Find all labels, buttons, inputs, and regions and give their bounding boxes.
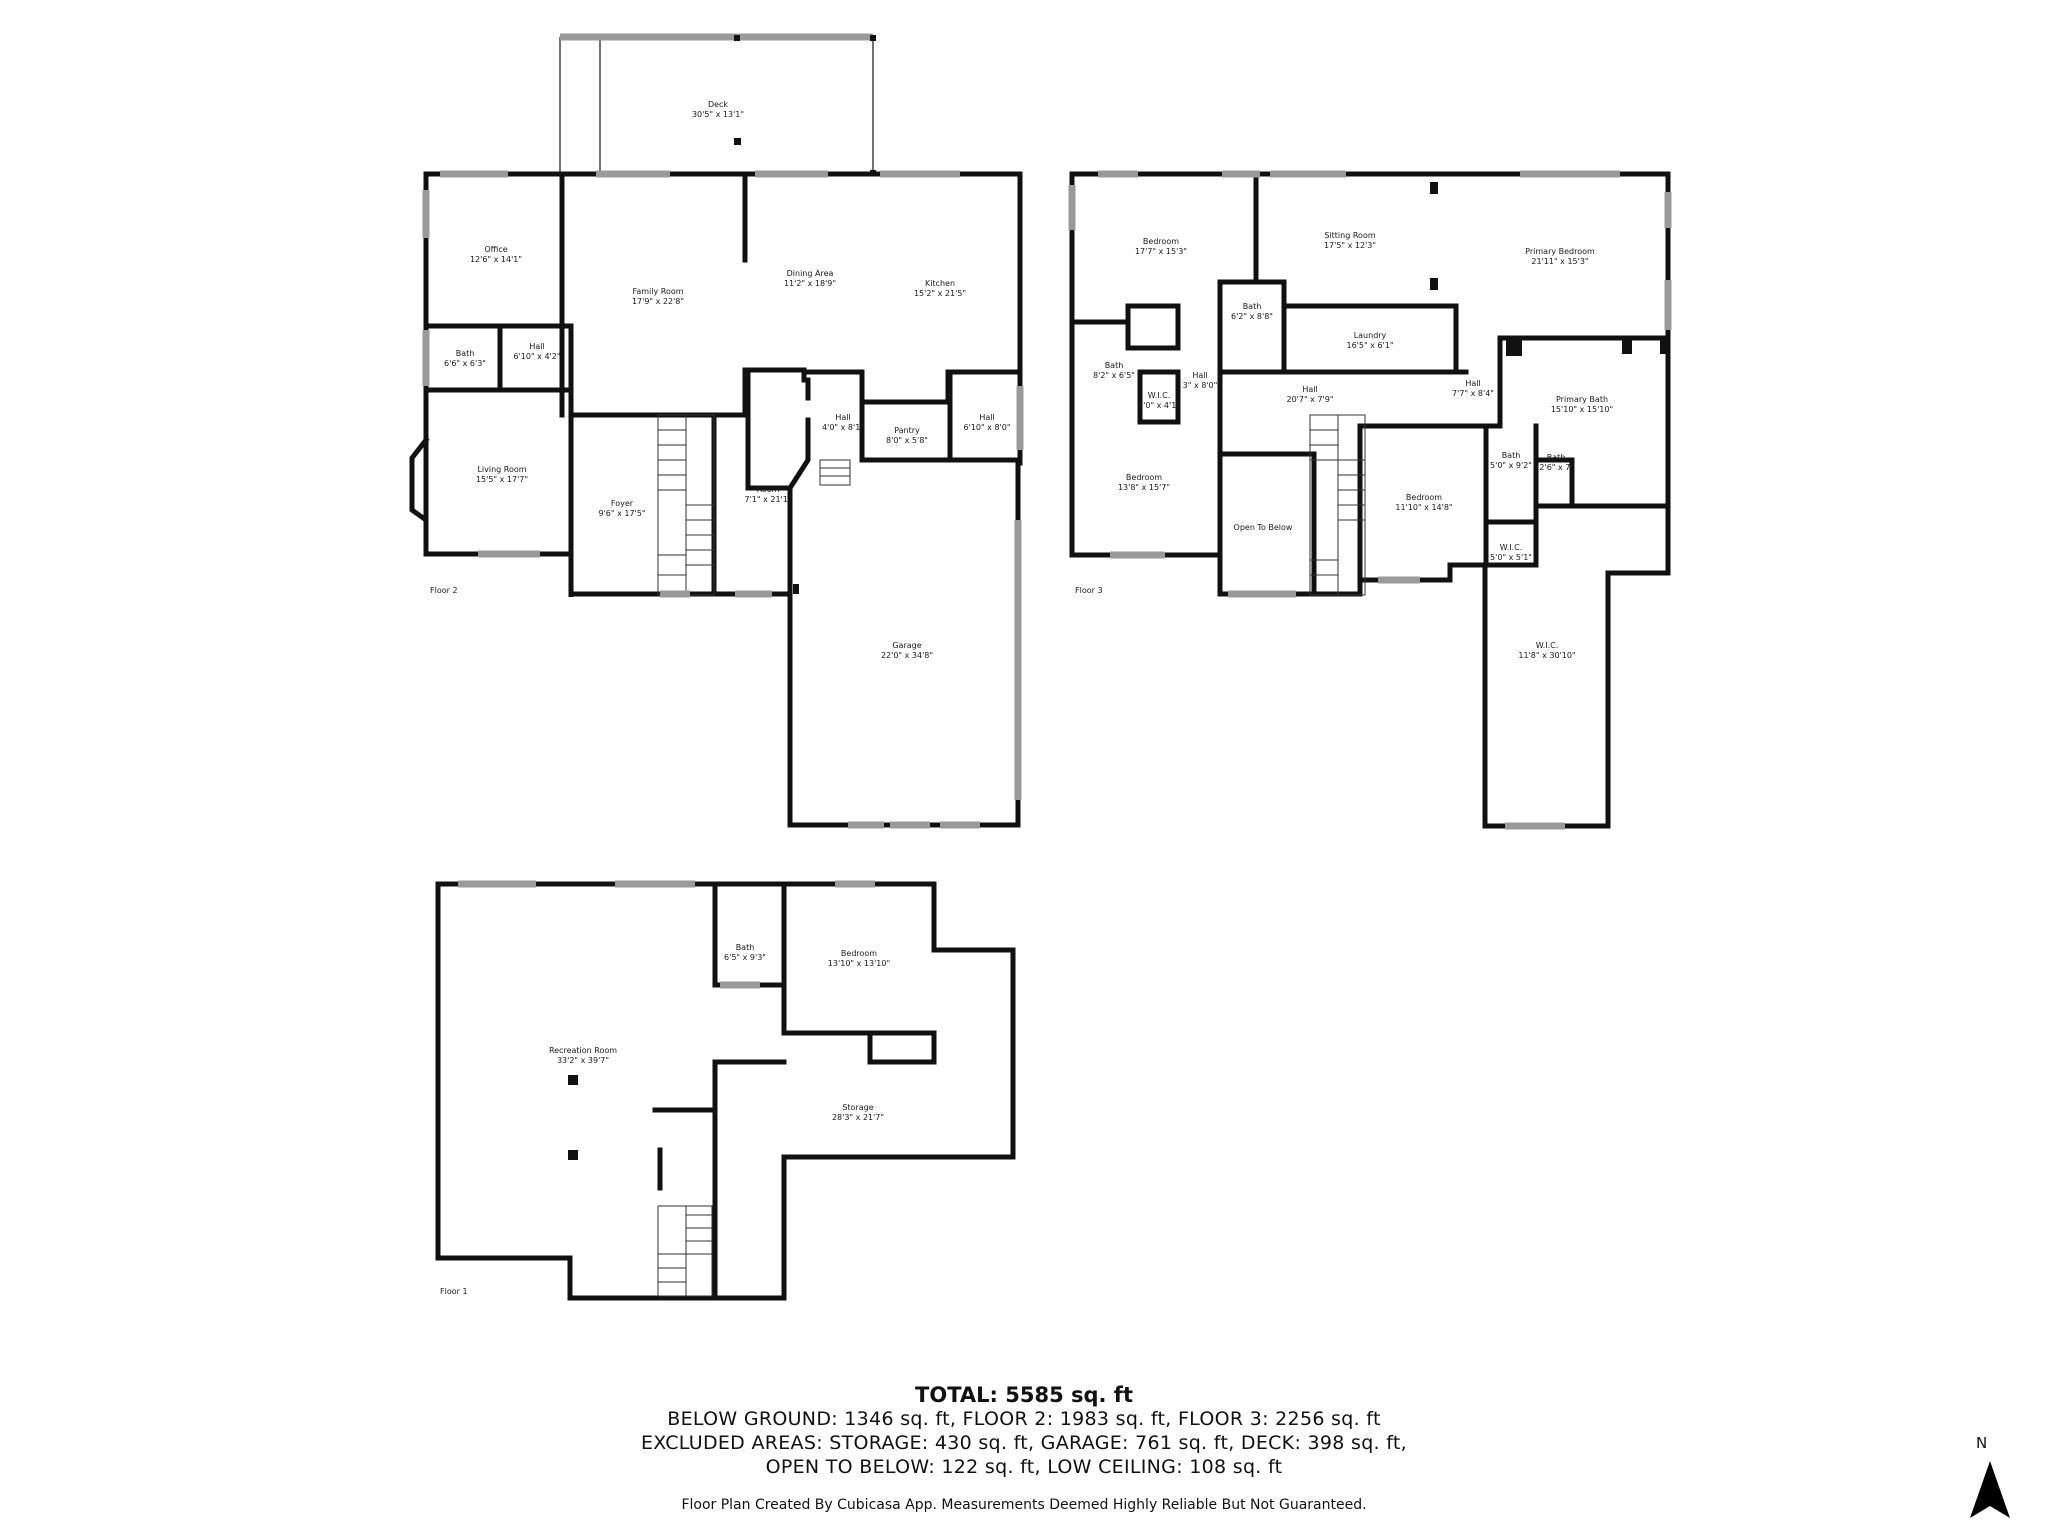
room-name: W.I.C.: [1536, 641, 1559, 650]
room-name: Bath: [456, 349, 475, 358]
room-name: Bath: [1547, 453, 1566, 462]
total-area: TOTAL: 5585 sq. ft: [915, 1383, 1133, 1407]
room-dimensions: 4'0" x 4'1": [1138, 401, 1180, 410]
floor-2-stairs: [657, 414, 851, 596]
room-name: Hall: [1192, 371, 1207, 380]
room-name: Pantry: [894, 426, 920, 435]
room-dimensions: 6'10" x 4'2": [513, 352, 560, 361]
room-dimensions: 13'8" x 15'7": [1118, 483, 1170, 492]
room-dimensions: 2'6" x 7': [1539, 463, 1572, 472]
room-name: Foyer: [611, 499, 634, 508]
excluded-areas-line: EXCLUDED AREAS: STORAGE: 430 sq. ft, GAR…: [641, 1432, 1407, 1454]
room-name: Recreation Room: [549, 1046, 617, 1055]
room-dimensions: 9'6" x 17'5": [598, 509, 645, 518]
compass-label: N: [1976, 1434, 1988, 1452]
floor-label: Floor 2: [430, 586, 458, 595]
room-dimensions: 30'5" x 13'1": [692, 110, 744, 119]
room-name: Hall: [529, 342, 544, 351]
room-name: Hall: [1302, 385, 1317, 394]
room-name: Kitchen: [925, 279, 955, 288]
room-dimensions: 6'6" x 6'3": [444, 359, 486, 368]
room-dimensions: 4'0" x 8'1": [822, 423, 864, 432]
room-name: Sitting Room: [1324, 231, 1375, 240]
excluded-areas-line: OPEN TO BELOW: 122 sq. ft, LOW CEILING: …: [765, 1456, 1283, 1478]
room-dimensions: 8'2" x 6'5": [1093, 371, 1135, 380]
room-name: Dining Area: [787, 269, 834, 278]
room-dimensions: 7'7" x 8'4": [1452, 389, 1494, 398]
room-dimensions: 12'6" x 14'1": [470, 255, 522, 264]
room-name: Bath: [1243, 302, 1262, 311]
disclaimer-text: Floor Plan Created By Cubicasa App. Meas…: [681, 1497, 1367, 1513]
room-dimensions: 8'0" x 5'8": [886, 436, 928, 445]
room-dimensions: 17'9" x 22'8": [632, 297, 684, 306]
room-dimensions: 16'5" x 6'1": [1346, 341, 1393, 350]
floor-3-stairs: [1309, 414, 1366, 596]
room-name: Hall: [1465, 379, 1480, 388]
floor-1-plan: [435, 880, 1016, 1301]
room-dimensions: 6'2" x 8'8": [1231, 312, 1273, 321]
room-name: Bath: [1105, 361, 1124, 370]
room-name: Office: [484, 245, 507, 254]
room-dimensions: 11'2" x 18'9": [784, 279, 836, 288]
floor-2-outer-wall: [423, 171, 1023, 828]
room-dimensions: 17'5" x 12'3": [1324, 241, 1376, 250]
room-name: Family Room: [632, 287, 683, 296]
room-name: Laundry: [1354, 331, 1387, 340]
room-dimensions: 3" x 8'0": [1183, 381, 1218, 390]
floor-label: Floor 3: [1075, 586, 1103, 595]
room-dimensions: 6'10" x 8'0": [963, 423, 1010, 432]
room-name: Bedroom: [1143, 237, 1179, 246]
floor-label: Floor 1: [440, 1287, 468, 1296]
room-dimensions: 20'7" x 7'9": [1286, 395, 1333, 404]
room-dimensions: 21'11" x 15'3": [1531, 257, 1588, 266]
room-name: W.I.C.: [1148, 391, 1171, 400]
room-name: W.I.C.: [1500, 543, 1523, 552]
room-name: Bedroom: [1406, 493, 1442, 502]
room-name: Living Room: [477, 465, 526, 474]
room-name: Bath: [736, 943, 755, 952]
north-arrow-icon: [1970, 1461, 2010, 1518]
room-dimensions: 22'0" x 34'8": [881, 651, 933, 660]
room-dimensions: 11'8" x 30'10": [1518, 651, 1575, 660]
room-dimensions: 15'10" x 15'10": [1551, 405, 1613, 414]
room-dimensions: 33'2" x 39'7": [557, 1056, 609, 1065]
room-dimensions: 13'10" x 13'10": [828, 959, 890, 968]
room-name: Primary Bath: [1556, 395, 1608, 404]
room-dimensions: 15'2" x 21'5": [914, 289, 966, 298]
room-name: Hall: [979, 413, 994, 422]
room-name: Primary Bedroom: [1525, 247, 1595, 256]
room-dimensions: 5'0" x 5'1": [1490, 553, 1532, 562]
room-name: Room: [757, 485, 780, 494]
room-name: Bath: [1502, 451, 1521, 460]
area-breakdown-line: BELOW GROUND: 1346 sq. ft, FLOOR 2: 1983…: [667, 1408, 1381, 1430]
room-dimensions: 11'10" x 14'8": [1395, 503, 1452, 512]
room-dimensions: 17'7" x 15'3": [1135, 247, 1187, 256]
room-name: Deck: [708, 100, 728, 109]
room-dimensions: 6'5" x 9'3": [724, 953, 766, 962]
room-dimensions: 28'3" x 21'7": [832, 1113, 884, 1122]
room-name: Bedroom: [1126, 473, 1162, 482]
room-name: Storage: [842, 1103, 873, 1112]
floor-2-plan: [409, 33, 1024, 829]
floor-1-stairs: [657, 1205, 713, 1297]
room-name: Garage: [892, 641, 921, 650]
floor-3-plan: [1068, 170, 1672, 830]
room-dimensions: 5'0" x 9'2": [1490, 461, 1532, 470]
room-name: Open To Below: [1234, 523, 1293, 532]
room-name: Hall: [835, 413, 850, 422]
room-name: Bedroom: [841, 949, 877, 958]
room-dimensions: 15'5" x 17'7": [476, 475, 528, 484]
room-dimensions: 7'1" x 21'1": [744, 495, 791, 504]
